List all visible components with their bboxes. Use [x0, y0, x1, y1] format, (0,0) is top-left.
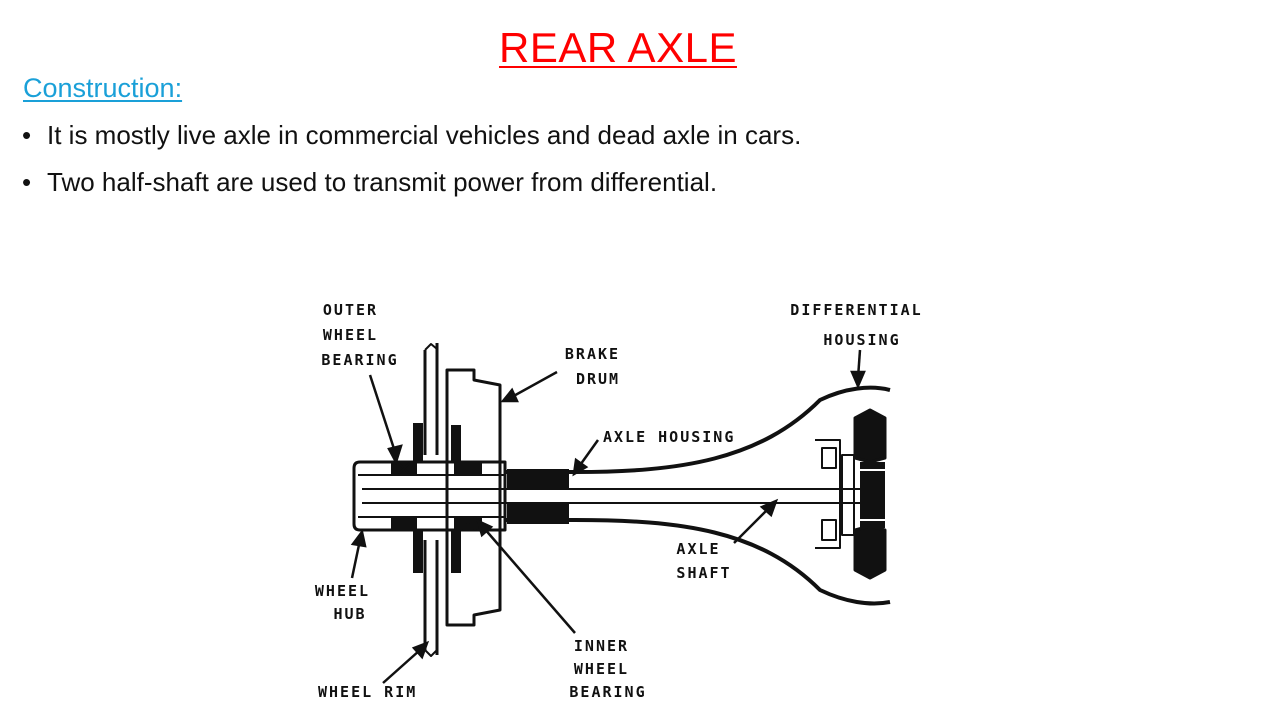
brake-drum-shape	[445, 368, 502, 627]
label-inner-wheel-bearing: INNER WHEEL BEARING	[569, 637, 646, 701]
label-outer-wheel-bearing: OUTER WHEEL BEARING	[321, 301, 398, 369]
bullet-list: • It is mostly live axle in commercial v…	[22, 118, 801, 212]
slide-title: REAR AXLE	[499, 24, 737, 71]
leader-lines	[350, 349, 866, 684]
label-axle-housing: AXLE HOUSING	[603, 428, 735, 446]
differential-shape	[815, 408, 887, 580]
outer-bearing-shape	[391, 461, 417, 530]
bullet-text: It is mostly live axle in commercial veh…	[47, 120, 802, 150]
axle-housing-shape	[505, 385, 891, 606]
wheel-rim-shape	[423, 343, 439, 655]
axle-drawing	[352, 343, 891, 657]
diagram-labels: OUTER WHEEL BEARING BRAKE DRUM DIFFERENT…	[315, 301, 933, 701]
bullet-item: • It is mostly live axle in commercial v…	[22, 118, 801, 152]
axle-shaft-shape	[362, 488, 860, 504]
label-wheel-rim: WHEEL RIM	[318, 683, 417, 701]
bullet-dot-icon: •	[22, 167, 32, 197]
wheel-hub-shape	[352, 460, 507, 532]
label-differential-housing: DIFFERENTIAL HOUSING	[790, 301, 933, 349]
label-wheel-hub: WHEEL HUB	[315, 582, 381, 623]
bullet-dot-icon: •	[22, 120, 32, 150]
section-heading: Construction:	[23, 73, 183, 103]
rear-axle-diagram: OUTER WHEEL BEARING BRAKE DRUM DIFFERENT…	[315, 301, 933, 701]
bullet-text: Two half-shaft are used to transmit powe…	[47, 167, 718, 197]
bullet-item: • Two half-shaft are used to transmit po…	[22, 165, 801, 199]
label-axle-shaft: AXLE SHAFT	[676, 540, 731, 582]
inner-bearing-shape	[454, 462, 482, 531]
label-brake-drum: BRAKE DRUM	[565, 345, 631, 388]
